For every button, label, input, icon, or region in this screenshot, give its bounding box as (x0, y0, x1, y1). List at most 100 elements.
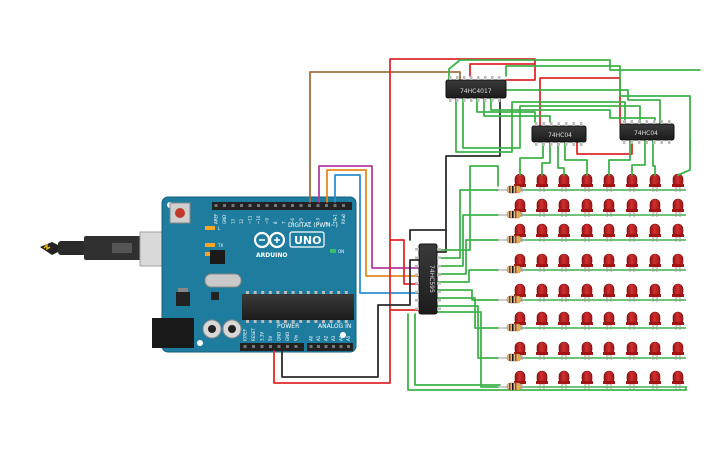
header-pin[interactable] (325, 204, 328, 207)
header-pin[interactable] (324, 345, 328, 348)
led[interactable] (536, 311, 548, 330)
wire[interactable] (281, 259, 420, 378)
header-pin[interactable] (339, 345, 343, 348)
header-pin[interactable] (291, 204, 294, 207)
led[interactable] (649, 198, 661, 217)
wire[interactable] (436, 214, 499, 267)
led[interactable] (558, 370, 570, 389)
chip-74hc04-a[interactable]: 74HC04 (531, 125, 587, 143)
header-pin[interactable] (333, 204, 337, 207)
wire[interactable] (436, 239, 499, 275)
led[interactable] (581, 341, 593, 360)
wire[interactable] (436, 305, 499, 359)
resistor[interactable] (498, 210, 525, 219)
chip-74hc04-b[interactable]: 74HC04 (619, 123, 675, 141)
led[interactable] (536, 283, 548, 302)
led[interactable] (581, 370, 593, 389)
led[interactable] (603, 341, 615, 360)
led-matrix[interactable] (514, 173, 686, 389)
led[interactable] (649, 341, 661, 360)
led[interactable] (672, 253, 684, 272)
wire[interactable] (414, 313, 501, 386)
header-pin[interactable] (252, 345, 255, 348)
header-pin[interactable] (277, 345, 281, 348)
led[interactable] (626, 341, 638, 360)
led[interactable] (536, 253, 548, 272)
led[interactable] (672, 198, 684, 217)
header-pin[interactable] (309, 345, 313, 348)
resistor[interactable] (498, 382, 525, 391)
header-pin[interactable] (257, 204, 260, 207)
led[interactable] (672, 311, 684, 330)
led[interactable] (649, 283, 661, 302)
led[interactable] (672, 283, 684, 302)
analog-header[interactable] (307, 343, 353, 351)
header-pin[interactable] (260, 345, 264, 348)
wire[interactable] (677, 139, 691, 176)
wire[interactable] (541, 141, 551, 176)
wire[interactable] (436, 297, 499, 329)
led[interactable] (581, 311, 593, 330)
led[interactable] (626, 173, 638, 192)
wire[interactable] (652, 139, 656, 176)
wire[interactable] (576, 139, 633, 155)
header-pin[interactable] (282, 204, 286, 207)
led[interactable] (558, 253, 570, 272)
led[interactable] (536, 370, 548, 389)
resistor[interactable] (498, 235, 525, 244)
led[interactable] (581, 198, 593, 217)
led[interactable] (514, 283, 526, 302)
led[interactable] (626, 283, 638, 302)
wire[interactable] (409, 229, 447, 241)
chip-74hc595[interactable]: 74HC595 (418, 243, 438, 315)
header-pin[interactable] (317, 345, 320, 348)
led[interactable] (603, 223, 615, 242)
wire[interactable] (448, 59, 701, 81)
wire[interactable] (476, 97, 536, 123)
wire[interactable] (318, 165, 420, 269)
led[interactable] (536, 223, 548, 242)
wire[interactable] (483, 97, 551, 123)
header-pin[interactable] (294, 345, 298, 348)
wire[interactable] (436, 189, 499, 259)
wire[interactable] (436, 97, 501, 253)
header-pin[interactable] (231, 204, 235, 207)
wire[interactable] (334, 174, 420, 294)
led[interactable] (603, 198, 615, 217)
digital-header[interactable] (212, 202, 352, 210)
wire[interactable] (436, 165, 499, 251)
led[interactable] (672, 370, 684, 389)
header-pin[interactable] (274, 204, 277, 207)
wire[interactable] (505, 65, 691, 151)
resistor[interactable] (498, 323, 525, 332)
led[interactable] (649, 223, 661, 242)
led[interactable] (581, 173, 593, 192)
header-pin[interactable] (332, 345, 335, 348)
wire[interactable] (462, 97, 641, 149)
wire[interactable] (407, 313, 687, 391)
led[interactable] (558, 341, 570, 360)
header-pin[interactable] (342, 204, 345, 207)
led[interactable] (581, 223, 593, 242)
resistor[interactable] (498, 353, 525, 362)
led[interactable] (672, 223, 684, 242)
led[interactable] (672, 173, 684, 192)
wire[interactable] (519, 141, 544, 176)
resistor[interactable] (498, 185, 525, 194)
resistor-column[interactable] (498, 185, 525, 391)
header-pin[interactable] (286, 345, 289, 348)
led[interactable] (603, 253, 615, 272)
led[interactable] (581, 253, 593, 272)
header-pin[interactable] (347, 345, 350, 348)
led[interactable] (649, 311, 661, 330)
led[interactable] (558, 311, 570, 330)
wire[interactable] (564, 141, 588, 176)
led[interactable] (581, 283, 593, 302)
header-pin[interactable] (265, 204, 269, 207)
led[interactable] (603, 370, 615, 389)
header-pin[interactable] (243, 345, 247, 348)
header-pin[interactable] (223, 204, 226, 207)
wire[interactable] (436, 311, 499, 388)
